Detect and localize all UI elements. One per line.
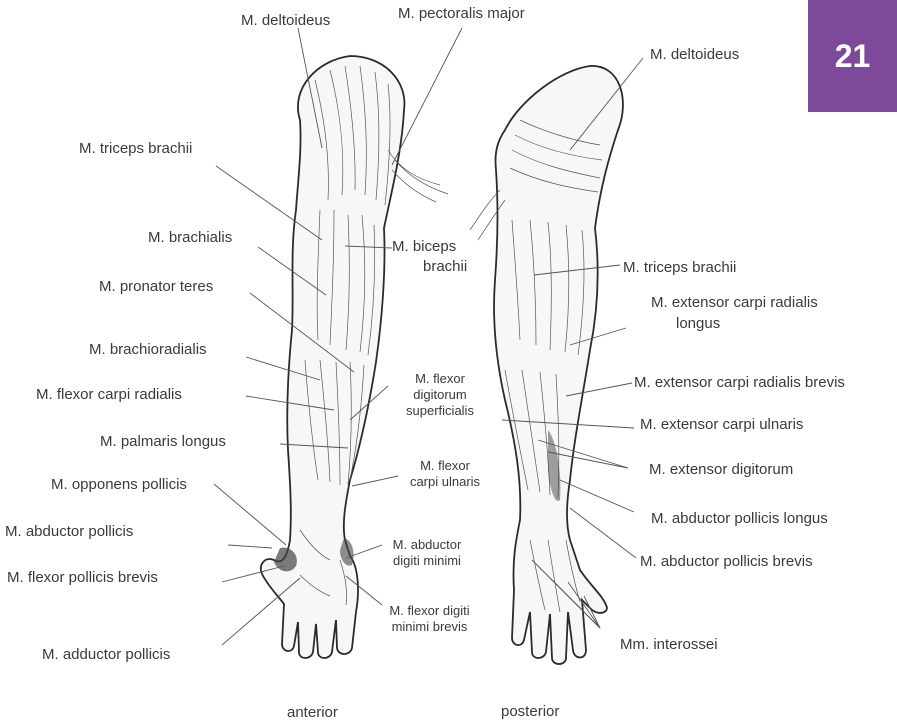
label-extensor-carpi-ulnaris: M. extensor carpi ulnaris [640, 416, 803, 434]
page-number: 21 [835, 38, 871, 75]
label-brachioradialis: M. brachioradialis [89, 341, 207, 359]
label-brachialis: M. brachialis [148, 229, 232, 247]
label-flexor-carpi-radialis: M. flexor carpi radialis [36, 386, 182, 404]
label-fcu-line1: M. flexor [395, 458, 495, 474]
label-extensor-carpi-radialis-brevis: M. extensor carpi radialis brevis [634, 374, 845, 392]
label-fcu-line2: carpi ulnaris [395, 474, 495, 490]
label-adductor-pollicis: M. adductor pollicis [42, 646, 170, 664]
label-extensor-carpi-radialis-longus-line1: M. extensor carpi radialis [651, 294, 818, 312]
label-biceps-brachii-line1: M. biceps [392, 238, 456, 256]
label-extensor-carpi-radialis-longus-line2: longus [676, 315, 720, 333]
label-extensor-digitorum: M. extensor digitorum [649, 461, 793, 479]
label-abductor-pollicis-brevis: M. abductor pollicis brevis [640, 553, 813, 571]
label-posterior-triceps-brachii: M. triceps brachii [623, 259, 736, 277]
label-palmaris-longus: M. palmaris longus [100, 433, 226, 451]
label-fdmb-line1: M. flexor digiti [377, 603, 482, 619]
label-anterior-triceps-brachii: M. triceps brachii [79, 140, 192, 158]
label-opponens-pollicis: M. opponens pollicis [51, 476, 187, 494]
label-flexor-pollicis-brevis: M. flexor pollicis brevis [7, 569, 158, 587]
label-posterior-deltoideus: M. deltoideus [650, 46, 739, 64]
label-interossei: Mm. interossei [620, 636, 718, 654]
caption-posterior: posterior [501, 703, 559, 720]
label-pronator-teres: M. pronator teres [99, 278, 213, 296]
label-fds-line3: superficialis [400, 403, 480, 419]
label-flexor-digiti-minimi-brevis: M. flexor digiti minimi brevis [377, 603, 482, 635]
label-anterior-deltoideus: M. deltoideus [241, 12, 330, 30]
label-fds-line1: M. flexor [400, 371, 480, 387]
label-abductor-pollicis-longus: M. abductor pollicis longus [651, 510, 828, 528]
label-abductor-digiti-minimi: M. abductor digiti minimi [377, 537, 477, 569]
label-abductor-pollicis: M. abductor pollicis [5, 523, 133, 541]
label-adm-line1: M. abductor [377, 537, 477, 553]
label-biceps-brachii-line2: brachii [423, 258, 467, 276]
label-fdmb-line2: minimi brevis [377, 619, 482, 635]
label-flexor-carpi-ulnaris: M. flexor carpi ulnaris [395, 458, 495, 490]
label-pectoralis-major: M. pectoralis major [398, 5, 525, 23]
label-adm-line2: digiti minimi [377, 553, 477, 569]
label-fds-line2: digitorum [400, 387, 480, 403]
page-number-badge: 21 [808, 0, 897, 112]
label-flexor-digitorum-superficialis: M. flexor digitorum superficialis [400, 371, 480, 419]
caption-anterior: anterior [287, 704, 338, 721]
